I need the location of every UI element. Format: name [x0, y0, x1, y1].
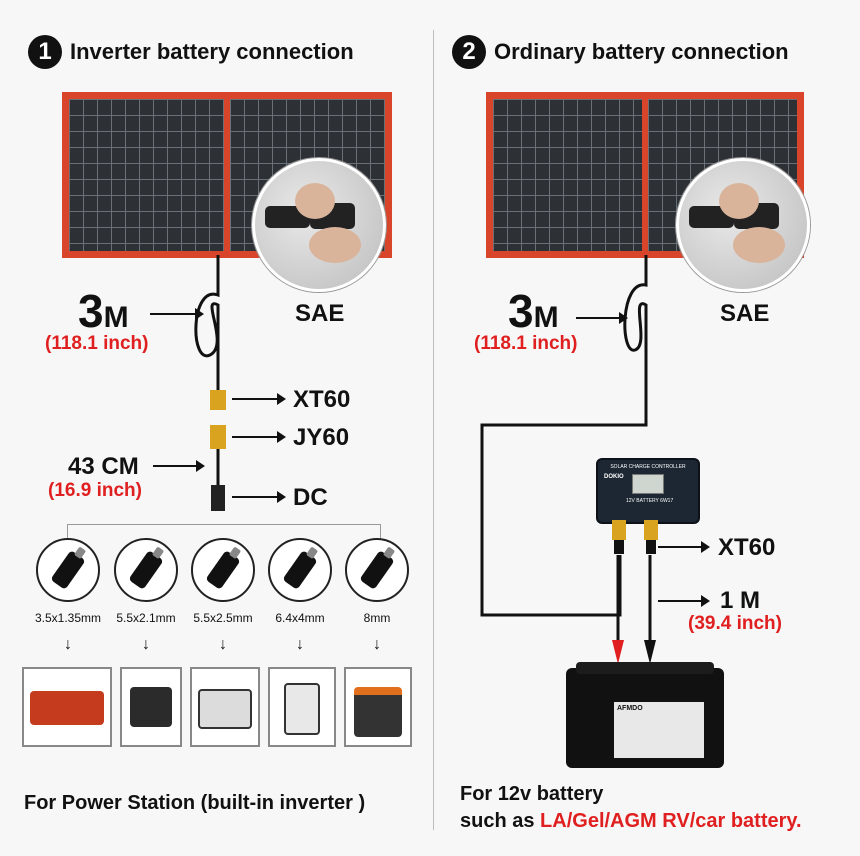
- right-cable-length-unit: M: [533, 301, 559, 334]
- battery-label: AFMDO: [614, 702, 704, 758]
- plug-size-label: 5.5x2.1mm: [116, 611, 176, 625]
- right-sae-zoom-image: [676, 158, 810, 292]
- controller-spec: 12V BATTERY 6W17: [626, 498, 674, 504]
- right-xt60-arrow: [658, 541, 710, 553]
- jy60-label: JY60: [293, 424, 350, 451]
- right-cable-inch: (118.1 inch): [474, 333, 578, 354]
- solar-cell-left-a: [69, 99, 224, 251]
- xt60-plug-icon: [210, 390, 226, 410]
- down-arrow-icon: ↓: [219, 636, 227, 653]
- plug-tip-5-5x2-5-icon: [191, 538, 255, 602]
- plug-tip-5-5x2-1-icon: [114, 538, 178, 602]
- down-arrow-icon: ↓: [64, 636, 72, 653]
- dc-label: DC: [293, 484, 328, 511]
- clip-length-arrow: [658, 595, 710, 607]
- left-cable-inch: (118.1 inch): [45, 333, 149, 354]
- right-cable: [480, 255, 656, 664]
- left-cable-length: 3M: [78, 288, 129, 335]
- right-title-text: Ordinary battery connection: [494, 39, 789, 64]
- adapter-arrow: [153, 460, 205, 472]
- down-arrow-icon: ↓: [373, 636, 381, 653]
- section-divider: [433, 30, 434, 830]
- down-arrow-icon: ↓: [142, 636, 150, 653]
- right-footer-highlight: LA/Gel/AGM RV/car battery.: [540, 810, 802, 832]
- controller-xt60-plugs: [612, 520, 658, 554]
- right-title: 2 Ordinary battery connection: [452, 35, 789, 69]
- right-cable-arrow: [576, 312, 628, 324]
- controller-brand: DOKIO: [604, 474, 624, 480]
- clip-length: 1 M: [720, 587, 761, 614]
- step-number-2: 2: [452, 35, 486, 69]
- power-station-device-4: [268, 667, 336, 747]
- jy60-plug-icon: [210, 425, 226, 449]
- controller-lcd: [632, 474, 664, 494]
- right-footer-line2: such as LA/Gel/AGM RV/car battery.: [460, 810, 802, 833]
- sae-connector-icon: [689, 183, 785, 263]
- adapter-inch: (16.9 inch): [48, 480, 142, 501]
- left-title: 1 Inverter battery connection: [28, 35, 354, 69]
- left-sae-label: SAE: [295, 300, 345, 327]
- right-footer-line1: For 12v battery: [460, 783, 604, 805]
- battery: AFMDO: [566, 662, 724, 768]
- black-clip-icon: [644, 640, 656, 664]
- right-cable-length-number: 3: [508, 285, 534, 337]
- left-sae-zoom-image: [252, 158, 386, 292]
- plug-size-label: 3.5x1.35mm: [34, 611, 102, 625]
- left-cable-length-unit: M: [103, 301, 129, 334]
- xt60-arrow: [232, 393, 286, 405]
- plug-size-label: 6.4x4mm: [275, 611, 325, 625]
- red-clip-icon: [612, 640, 624, 664]
- right-xt60-label: XT60: [718, 534, 776, 561]
- left-cable-length-number: 3: [78, 285, 104, 337]
- power-station-device-3: [190, 667, 260, 747]
- right-sae-label: SAE: [720, 300, 770, 327]
- plug-size-label: 5.5x2.5mm: [193, 611, 253, 625]
- controller-title: SOLAR CHARGE CONTROLLER: [610, 464, 686, 470]
- left-xt60-label: XT60: [293, 386, 351, 413]
- power-station-device-1: [22, 667, 112, 747]
- left-footer: For Power Station (built-in inverter ): [24, 792, 366, 814]
- solar-cell-right-a: [493, 99, 642, 251]
- power-station-device-2: [120, 667, 182, 747]
- right-footer-prefix: such as: [460, 810, 541, 832]
- sae-connector-icon: [265, 183, 361, 263]
- left-title-text: Inverter battery connection: [70, 39, 354, 64]
- plug-tip-3-5x1-35-icon: [36, 538, 100, 602]
- clip-inch: (39.4 inch): [688, 613, 782, 634]
- step-number-1: 1: [28, 35, 62, 69]
- down-arrow-icon: ↓: [296, 636, 304, 653]
- plug-tip-8mm-icon: [345, 538, 409, 602]
- power-station-device-5: [344, 667, 412, 747]
- plug-tip-6-4x4-icon: [268, 538, 332, 602]
- dc-arrow: [232, 491, 286, 503]
- plug-size-label: 8mm: [363, 611, 391, 625]
- charge-controller: SOLAR CHARGE CONTROLLER DOKIO 12V BATTER…: [596, 458, 700, 524]
- plug-distribution-bracket: [67, 524, 381, 539]
- left-cable: [194, 255, 226, 511]
- right-cable-length: 3M: [508, 288, 559, 335]
- left-cable-arrow: [150, 308, 204, 320]
- adapter-length: 43 CM: [68, 453, 139, 480]
- dc-plug-icon: [211, 485, 225, 511]
- jy60-arrow: [232, 431, 286, 443]
